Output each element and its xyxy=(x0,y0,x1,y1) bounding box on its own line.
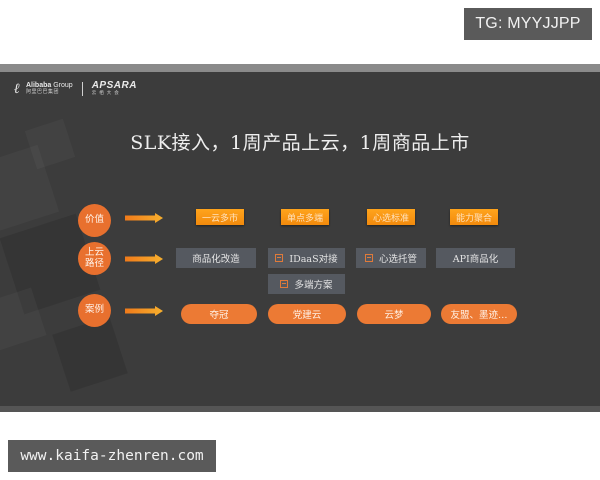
path-tag-text: 心选托管 xyxy=(378,254,417,265)
value-tag: 心选标准 xyxy=(367,209,415,225)
path-tag: 多端方案 xyxy=(268,274,345,294)
arrow-right-icon xyxy=(125,254,163,264)
row-label-cases: 案例 xyxy=(78,294,111,327)
row-label-cloud-path: 上云 路径 xyxy=(78,242,111,275)
logo-divider xyxy=(81,81,83,96)
path-tag-text: 商品化改造 xyxy=(192,254,240,265)
document-icon xyxy=(275,254,284,262)
watermark-top: TG: MYYJJPP xyxy=(464,8,592,40)
value-tag: 单点多端 xyxy=(281,209,329,225)
arrow-right-icon xyxy=(125,213,163,223)
logo-group: ℓ Alibaba Group 阿里巴巴集团 APSARA 云栖大会 xyxy=(14,81,137,97)
alibaba-brand: Alibaba Group xyxy=(26,82,73,89)
background-shape xyxy=(52,316,128,392)
path-tag-text: 多端方案 xyxy=(294,280,333,291)
brand-suffix: Group xyxy=(53,82,73,90)
slide-bottom-border xyxy=(0,406,600,412)
document-icon xyxy=(280,280,289,288)
alibaba-logo-icon: ℓ xyxy=(14,80,20,97)
path-tag: API商品化 xyxy=(436,248,515,268)
row-label-value: 价值 xyxy=(78,204,111,237)
brand-name: Alibaba xyxy=(25,82,52,90)
path-tag: 商品化改造 xyxy=(176,248,256,268)
arrow-right-icon xyxy=(125,306,163,316)
presentation-slide: ℓ Alibaba Group 阿里巴巴集团 APSARA 云栖大会 SLK接入… xyxy=(0,64,600,412)
watermark-bottom: www.kaifa-zhenren.com xyxy=(8,440,216,472)
path-tag-text: IDaaS对接 xyxy=(289,254,338,265)
row-label-text: 路径 xyxy=(84,257,104,269)
case-tag: 友盟、墨迹… xyxy=(441,304,517,324)
row-label-text: 价值 xyxy=(84,214,104,226)
path-tag: IDaaS对接 xyxy=(268,248,345,268)
slide-title: SLK接入，1周产品上云，1周商品上市 xyxy=(130,132,470,154)
path-tag-text: API商品化 xyxy=(452,254,499,265)
apsara-logo: APSARA xyxy=(91,80,137,91)
document-icon xyxy=(364,254,373,262)
row-label-text: 上云 xyxy=(84,246,104,258)
case-tag: 云梦 xyxy=(357,304,431,324)
case-tag: 夺冠 xyxy=(181,304,257,324)
value-tag: 一云多市 xyxy=(196,209,244,225)
path-tag: 心选托管 xyxy=(356,248,426,268)
alibaba-brand-sub: 阿里巴巴集团 xyxy=(25,89,59,96)
case-tag: 党建云 xyxy=(268,304,346,324)
row-label-text: 案例 xyxy=(84,304,104,316)
apsara-sub: 云栖大会 xyxy=(91,91,122,96)
value-tag: 能力聚合 xyxy=(450,209,498,225)
slide-top-border xyxy=(0,64,600,72)
